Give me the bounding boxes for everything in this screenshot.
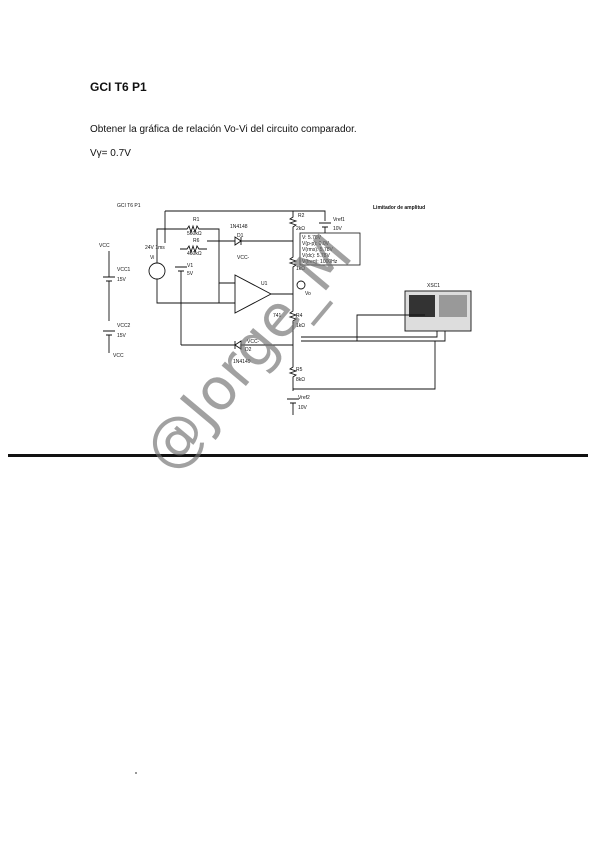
multimeter-readout bbox=[299, 232, 361, 266]
r3-value: 1kΩ bbox=[296, 266, 305, 272]
circuit-schematic: GCI T6 P1 Limitador de amplitud R2 2kΩ V… bbox=[99, 203, 472, 415]
vcc2-value: 15V bbox=[117, 333, 127, 339]
vref1-value: 10V bbox=[333, 226, 343, 232]
resistor-r2 bbox=[288, 211, 298, 235]
r6-value: 460kΩ bbox=[187, 251, 202, 257]
r1-label: R1 bbox=[193, 217, 200, 223]
vcc-minus-bottom-label: VCC- bbox=[247, 339, 260, 345]
d1-label: 1N4148 bbox=[230, 224, 248, 230]
wire-input-loop bbox=[156, 228, 235, 304]
vi-label: Vi bbox=[150, 255, 154, 261]
d1-ref: D1 bbox=[237, 233, 244, 239]
oscilloscope-panel bbox=[439, 295, 467, 317]
vcc1-label: VCC1 bbox=[117, 267, 131, 273]
battery-vcc1 bbox=[103, 251, 115, 321]
r2-value: 2kΩ bbox=[296, 226, 305, 232]
signal-source-vi bbox=[148, 262, 166, 280]
vref2-value: 10V bbox=[298, 405, 308, 411]
wire-feedback-left bbox=[180, 283, 220, 345]
v1-value: 5V bbox=[187, 271, 194, 277]
vcc-top-label: VCC bbox=[99, 243, 110, 249]
v1-label: V1 bbox=[187, 263, 193, 269]
diode-threshold-note: Vγ= 0.7V bbox=[90, 148, 131, 159]
resistor-r4 bbox=[288, 277, 298, 353]
meter-line-2: V(p-p): 0.0V bbox=[302, 241, 330, 247]
vo-label: Vo bbox=[305, 291, 311, 297]
vi-value: 24V 1ms bbox=[145, 245, 165, 251]
page-title: GCI T6 P1 bbox=[90, 80, 147, 94]
r4-value: 1kΩ bbox=[296, 323, 305, 329]
u1-label: U1 bbox=[261, 281, 268, 287]
battery-v1 bbox=[175, 266, 187, 303]
vcc-bottom-label: VCC bbox=[113, 353, 124, 359]
diode-d2 bbox=[181, 340, 293, 350]
schematic-sheet-title: GCI T6 P1 bbox=[117, 203, 141, 209]
r2-label: R2 bbox=[298, 213, 305, 219]
limiter-title: Limitador de amplitud bbox=[373, 205, 425, 211]
d2-ref: D2 bbox=[245, 347, 252, 353]
meter-line-1: V: 5.78V bbox=[302, 235, 322, 241]
r6-label: R6 bbox=[193, 238, 200, 244]
oscilloscope-screen bbox=[409, 295, 435, 317]
opamp-model-label: 741 bbox=[273, 313, 282, 319]
vcc2-label: VCC2 bbox=[117, 323, 131, 329]
diode-d1 bbox=[207, 236, 293, 246]
resistor-r3 bbox=[288, 235, 298, 277]
op-amp-u1 bbox=[234, 274, 272, 314]
meter-line-5: V(freq): 1000Hz bbox=[302, 259, 338, 265]
r1-value: 560kΩ bbox=[187, 231, 202, 237]
vcc-minus-top-label: VCC- bbox=[237, 255, 250, 261]
resistor-r6 bbox=[180, 244, 207, 254]
d2-label: 1N4149 bbox=[233, 359, 251, 365]
probe-vo bbox=[296, 280, 306, 290]
meter-line-4: V(dc): 5.78V bbox=[302, 253, 330, 259]
r5-value: 8kΩ bbox=[296, 377, 305, 383]
wire-scope-channel-b bbox=[301, 331, 438, 338]
wire-scope-channel-a bbox=[301, 331, 446, 342]
vcc1-value: 15V bbox=[117, 277, 127, 283]
resistor-r1 bbox=[180, 224, 207, 234]
stray-mark bbox=[135, 772, 137, 774]
xsc1-label: XSC1 bbox=[427, 283, 440, 289]
exercise-prompt: Obtener la gráfica de relación Vo-Vi del… bbox=[90, 124, 357, 135]
section-divider bbox=[8, 454, 588, 457]
battery-vcc2 bbox=[103, 330, 115, 353]
r4-label: R4 bbox=[296, 313, 303, 319]
battery-vref2 bbox=[287, 398, 299, 415]
resistor-r5 bbox=[288, 353, 298, 391]
vref1-label: Vref1 bbox=[333, 217, 345, 223]
vref2-label: Vref2 bbox=[298, 395, 310, 401]
wire-scope-ref bbox=[293, 314, 436, 390]
meter-line-3: V(rms): 5.78V bbox=[302, 247, 334, 253]
r5-label: R5 bbox=[296, 367, 303, 373]
